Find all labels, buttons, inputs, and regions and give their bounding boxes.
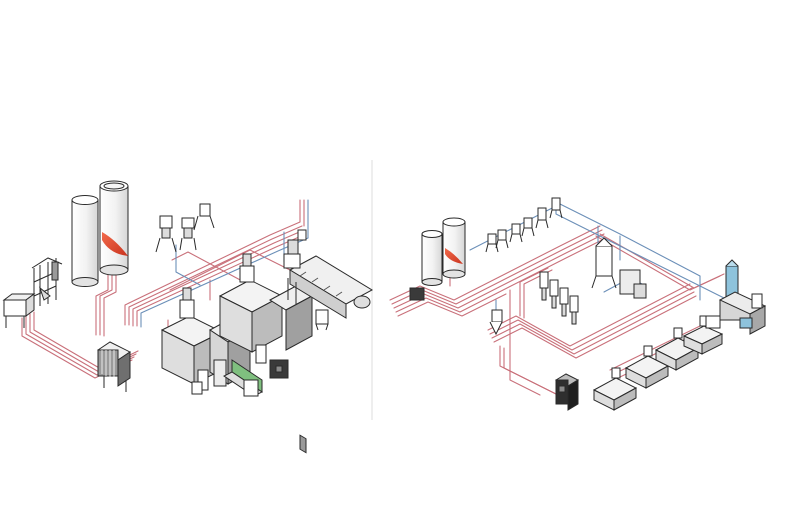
injection-molding-plant-panel xyxy=(389,197,767,411)
blow-molding-tower xyxy=(705,259,767,335)
molding-machine-1 xyxy=(592,367,638,411)
twin-screw-barrel xyxy=(283,229,374,454)
material-fill-icon-2 xyxy=(445,248,463,264)
material-fill-icon xyxy=(102,232,128,256)
storage-silo-2 xyxy=(99,180,129,276)
molding-machines xyxy=(592,315,724,411)
filter-hopper xyxy=(97,341,131,392)
storage-silo-4 xyxy=(442,217,466,279)
bulk-discharge-frame xyxy=(31,257,63,310)
loader-left-right-panel xyxy=(409,287,503,336)
storage-silo-1 xyxy=(71,195,99,287)
loader-row-top xyxy=(485,197,563,253)
extruder-unit-2 xyxy=(218,253,313,364)
extrusion-line-panel xyxy=(2,180,374,454)
dryer-tower xyxy=(591,237,647,299)
auxiliary-units-left xyxy=(191,309,329,397)
granulator-unit xyxy=(554,373,580,411)
big-bag-station xyxy=(2,293,36,328)
distribution-stations xyxy=(539,271,579,325)
storage-silo-3 xyxy=(421,230,443,286)
vacuum-loader-group xyxy=(155,203,215,253)
molding-machine-2 xyxy=(624,345,670,389)
